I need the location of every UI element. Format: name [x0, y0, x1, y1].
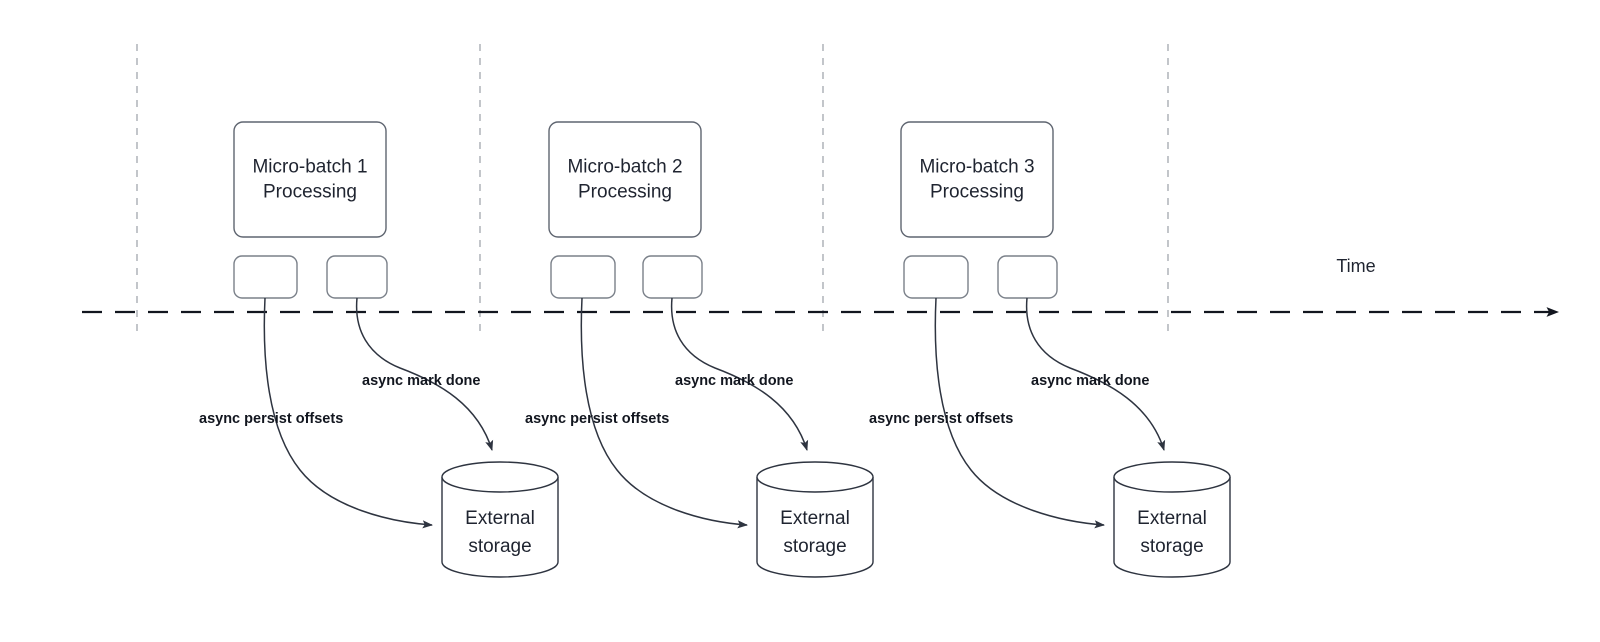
time-axis-label: Time — [1336, 256, 1375, 276]
external-storage-cylinder-top-3 — [1113, 476, 1231, 493]
edge-persist-offsets-3 — [934, 297, 1105, 529]
edge-label-persist-offsets-3: async persist offsets — [869, 411, 1013, 427]
task-box-1-a[interactable] — [233, 255, 298, 299]
micro-batch-box-2[interactable] — [548, 121, 702, 238]
edge-label-persist-offsets-1: async persist offsets — [199, 411, 343, 427]
task-box-1-b[interactable] — [326, 255, 388, 299]
edge-mark-done-1 — [355, 297, 494, 451]
external-storage-cylinder-top-1 — [441, 476, 559, 493]
edge-label-mark-done-3: async mark done — [1031, 373, 1149, 389]
micro-batch-box-3[interactable] — [900, 121, 1054, 238]
external-storage-label-3-line2: storage — [1140, 536, 1203, 557]
edge-label-persist-offsets-2: async persist offsets — [525, 411, 669, 427]
external-storage-label-1-line2: storage — [468, 536, 531, 557]
period-divider-group — [136, 44, 1169, 337]
micro-batch-box-label-3-line2: Processing — [930, 182, 1024, 203]
edge-mark-done-2 — [670, 297, 809, 451]
edge-mark-done-3 — [1025, 297, 1166, 451]
task-box-3-b[interactable] — [997, 255, 1058, 299]
external-storage-cylinder-3[interactable] — [1113, 461, 1231, 578]
task-box-3-a[interactable] — [903, 255, 969, 299]
external-storage-label-1-line1: External — [465, 508, 535, 529]
micro-batch-box-label-2-line1: Micro-batch 2 — [567, 157, 682, 178]
edge-label-mark-done-1: async mark done — [362, 373, 480, 389]
task-box-2-b[interactable] — [642, 255, 703, 299]
micro-batch-box-label-1-line1: Micro-batch 1 — [252, 157, 367, 178]
external-storage-label-2-line1: External — [780, 508, 850, 529]
external-storage-label-3-line1: External — [1137, 508, 1207, 529]
time-axis-group: Time — [82, 256, 1559, 317]
external-storage-cylinder-1[interactable] — [441, 461, 559, 578]
edge-label-mark-done-2: async mark done — [675, 373, 793, 389]
external-storage-label-2-line2: storage — [783, 536, 846, 557]
task-box-2-a[interactable] — [550, 255, 616, 299]
edge-persist-offsets-1 — [263, 297, 433, 529]
micro-batch-box-label-3-line1: Micro-batch 3 — [919, 157, 1034, 178]
micro-batch-box-1[interactable] — [233, 121, 387, 238]
micro-batch-box-label-1-line2: Processing — [263, 182, 357, 203]
external-storage-cylinder-2[interactable] — [756, 461, 874, 578]
external-storage-cylinder-top-2 — [756, 476, 874, 493]
edge-persist-offsets-2 — [580, 297, 748, 529]
micro-batch-box-label-2-line2: Processing — [578, 182, 672, 203]
